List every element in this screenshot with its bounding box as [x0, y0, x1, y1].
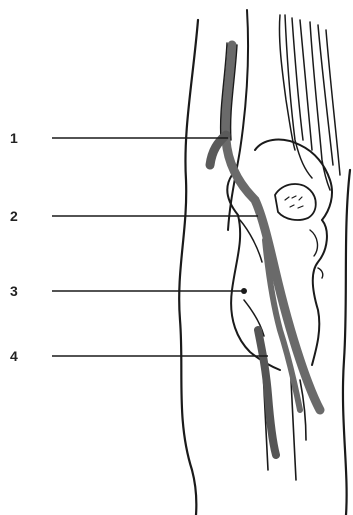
condyle-detail — [275, 184, 316, 220]
skin-outline-right — [343, 170, 350, 515]
femoral-condyle — [255, 140, 332, 220]
label-3: 3 — [10, 283, 18, 299]
label-4: 4 — [10, 348, 18, 364]
tibial-detail — [310, 230, 323, 278]
label-1: 1 — [10, 130, 18, 146]
label-2: 2 — [10, 208, 18, 224]
muscle-fibers — [279, 15, 340, 190]
fossa-inner — [240, 220, 264, 336]
tibial-outline — [312, 220, 327, 365]
condyle-texture — [285, 196, 303, 208]
leader-dot-3 — [241, 288, 247, 294]
skin-outline-left — [179, 20, 198, 515]
